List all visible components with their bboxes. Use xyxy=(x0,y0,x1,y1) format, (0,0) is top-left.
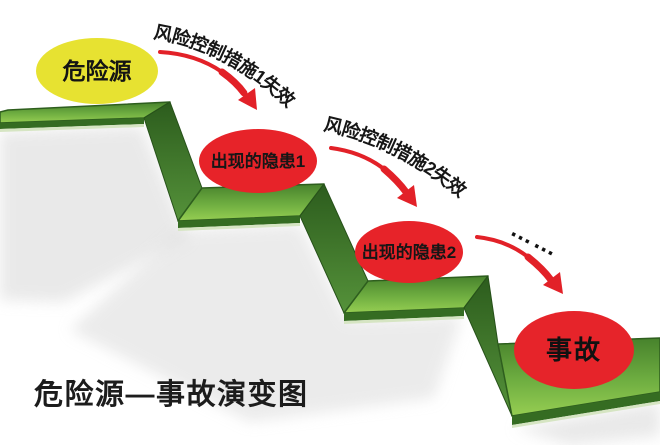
step-1-front-highlight xyxy=(0,124,144,132)
arrow-2 xyxy=(329,146,417,207)
diagram-title: 危险源—事故演变图 xyxy=(34,377,309,411)
arrow-1-body xyxy=(218,68,248,97)
arrow-3-tail xyxy=(475,235,530,259)
arrow-1-tail xyxy=(158,50,224,74)
step-3-front-edge xyxy=(344,308,464,321)
hidden-danger-2-ellipse xyxy=(355,221,463,283)
shadow-step-1 xyxy=(0,126,188,302)
failure-arrows xyxy=(158,50,563,294)
arrow-3-head-icon xyxy=(543,272,563,294)
step-shadows xyxy=(0,126,660,445)
accident-label: 事故 xyxy=(546,335,602,365)
hidden-danger-2-label: 出现的隐患2 xyxy=(362,242,456,262)
step-4-front-edge xyxy=(512,392,660,425)
step-3-front-highlight xyxy=(344,316,464,324)
step-2-front-highlight xyxy=(178,223,300,231)
hidden-danger-1-ellipse xyxy=(199,129,317,193)
risk-control-2-label: 风险控制措施2失效 xyxy=(322,113,471,201)
hazard-source-label: 危险源 xyxy=(63,58,132,84)
diagram-nodes: 危险源 出现的隐患1 出现的隐患2 事故 xyxy=(36,38,634,389)
arrow-3 xyxy=(475,235,563,294)
hidden-danger-1-label: 出现的隐患1 xyxy=(211,151,305,171)
accident-ellipse xyxy=(514,311,634,389)
arrow-2-head-icon xyxy=(397,185,417,207)
step-2-front-edge xyxy=(178,216,300,228)
arrow-1 xyxy=(158,50,257,110)
shadow-step-2-3 xyxy=(70,224,462,422)
hazard-source-ellipse xyxy=(36,38,158,104)
arrow-3-body xyxy=(524,253,555,284)
ellipsis-dots: …… xyxy=(506,215,565,263)
arrow-2-body xyxy=(380,165,410,196)
arrow-2-tail xyxy=(329,146,386,171)
risk-control-1-label: 风险控制措施1失效 xyxy=(152,21,299,111)
arrow-1-head-icon xyxy=(238,88,257,110)
step-4-front-highlight xyxy=(512,401,660,428)
step-1-front-edge xyxy=(0,118,144,129)
shadow-step-4 xyxy=(514,402,660,445)
